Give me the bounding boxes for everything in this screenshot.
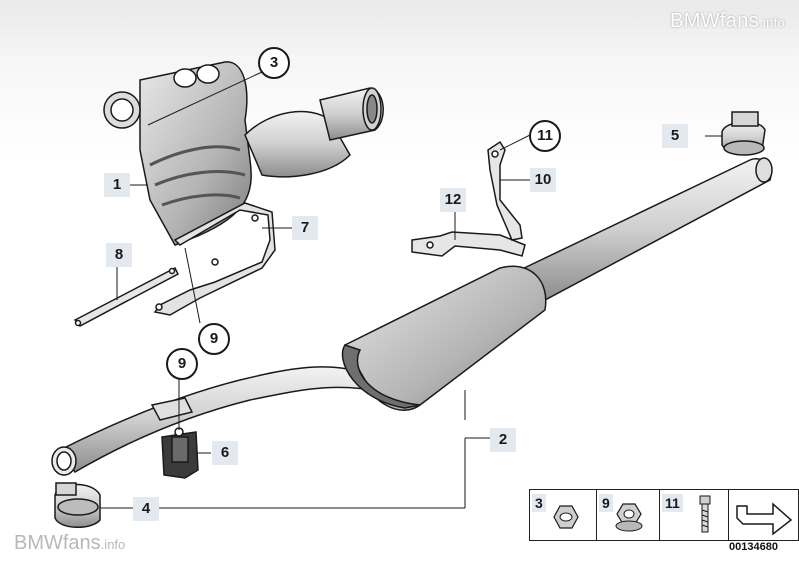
heat-shield (153, 202, 276, 316)
callout-part-9-lower[interactable]: 9 (198, 323, 230, 355)
callout-part-4[interactable]: 4 (133, 497, 159, 521)
callout-part-12[interactable]: 12 (440, 188, 466, 212)
callout-part-6[interactable]: 6 (212, 441, 238, 465)
callout-part-7[interactable]: 7 (292, 216, 318, 240)
arrow-icon (736, 502, 793, 536)
hardware-legend: 3 9 11 (529, 489, 799, 541)
legend-num-11: 11 (662, 494, 683, 512)
legend-cell-collar-nut[interactable]: 9 (597, 490, 660, 540)
legend-cell-nut[interactable]: 3 (530, 490, 597, 540)
legend-num-9: 9 (599, 494, 613, 512)
callout-part-8[interactable]: 8 (106, 243, 132, 267)
leader-lines (100, 71, 722, 509)
pipe-clamp (721, 111, 766, 156)
callout-part-10[interactable]: 10 (530, 168, 556, 192)
legend-num-3: 3 (532, 494, 546, 512)
callout-part-1[interactable]: 1 (104, 173, 130, 197)
rubber-mount (150, 397, 199, 479)
legend-cell-bolt[interactable]: 11 (660, 490, 729, 540)
callout-part-5[interactable]: 5 (662, 124, 688, 148)
diagram-id: 00134680 (729, 541, 778, 553)
rear-clamp (54, 482, 101, 528)
callout-part-9-upper[interactable]: 9 (166, 348, 198, 380)
hex-nut-icon (553, 505, 579, 529)
collar-nut-icon (615, 503, 643, 532)
watermark-bottom: BMWfans.info (14, 532, 126, 554)
mount-bracket (411, 140, 526, 257)
legend-cell-arrow[interactable] (729, 490, 799, 540)
center-muffler (341, 265, 547, 411)
callout-part-3[interactable]: 3 (258, 47, 290, 79)
catalytic-converter (103, 61, 384, 246)
callout-part-11[interactable]: 11 (529, 120, 561, 152)
bolt-icon (699, 495, 711, 533)
callout-part-2[interactable]: 2 (490, 428, 516, 452)
watermark-top: BMWfans.info (670, 10, 785, 32)
hanger-strap (73, 266, 179, 327)
